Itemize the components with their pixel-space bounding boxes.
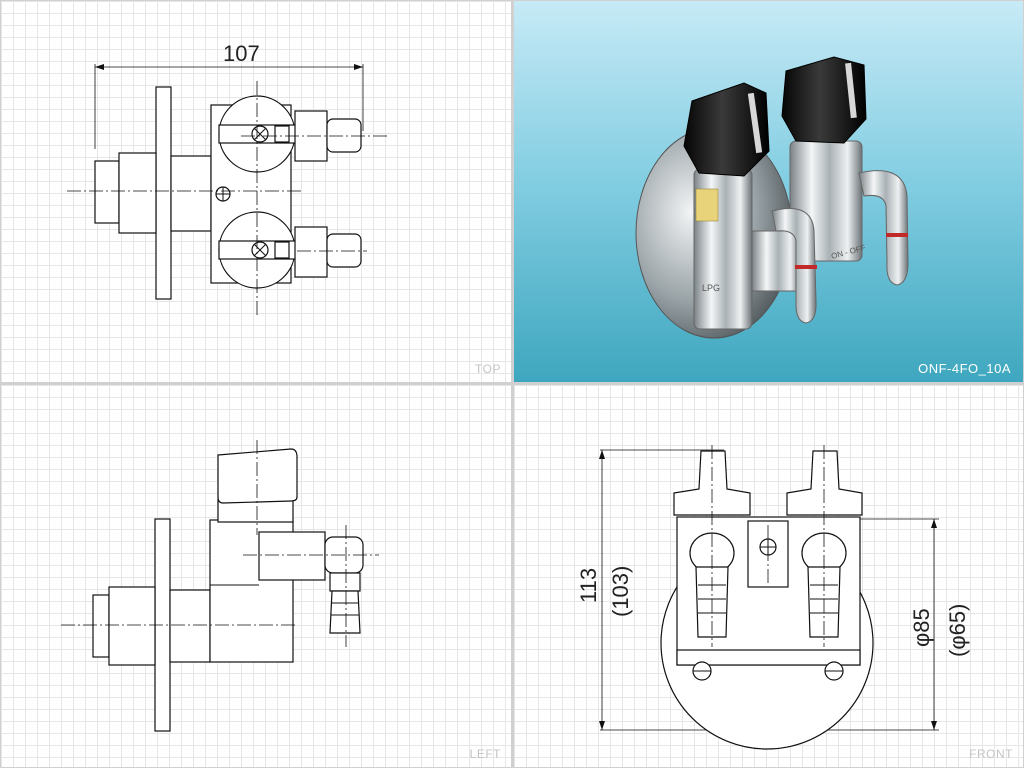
dim-height-inner-label: (103)	[608, 566, 633, 617]
dim-width-label: 107	[223, 41, 260, 66]
front-view-label: FRONT	[969, 747, 1013, 761]
lower-nozzle	[326, 233, 362, 268]
right-nozzle	[858, 170, 909, 286]
left-nozzle	[771, 208, 817, 324]
model-number-label: ONF-4FO_10A	[918, 361, 1011, 376]
product-photo: LPG ON - OFF	[635, 56, 909, 339]
left-knob	[683, 82, 770, 177]
hose-barb	[329, 590, 361, 634]
dim-dia-label: φ85	[909, 608, 934, 647]
right-knob	[781, 56, 867, 144]
product-photo-panel: LPG ON - OFF ONF-4FO_10A	[514, 1, 1023, 382]
dim-height-label: 113	[576, 568, 601, 603]
right-knob	[786, 450, 863, 516]
inlet-pipe	[92, 594, 110, 658]
top-view-drawing: 107	[67, 41, 389, 316]
front-view-drawing: 113 (103) φ85 (φ65)	[576, 445, 970, 750]
body-marking: LPG	[702, 283, 720, 293]
left-view-drawing	[61, 440, 379, 732]
top-view-panel: 107 TOP	[1, 1, 511, 382]
dim-dia-inner-label: (φ65)	[945, 604, 970, 657]
knob	[217, 448, 298, 504]
elbow-base	[329, 572, 361, 592]
top-view-label: TOP	[475, 362, 501, 376]
inlet-nut	[118, 152, 157, 234]
left-knob	[673, 450, 751, 516]
warning-sticker	[695, 188, 719, 222]
body-neck	[170, 155, 212, 232]
front-view-panel: 113 (103) φ85 (φ65)	[514, 385, 1023, 767]
flange	[155, 86, 172, 300]
upper-nozzle	[326, 118, 362, 153]
inlet-pipe	[94, 160, 120, 224]
inlet-nut	[108, 586, 156, 666]
left-view-panel: LEFT	[1, 385, 511, 767]
lower-outlet	[294, 226, 328, 278]
left-view-label: LEFT	[469, 747, 501, 761]
outlet	[258, 531, 326, 581]
body-neck	[169, 589, 211, 663]
